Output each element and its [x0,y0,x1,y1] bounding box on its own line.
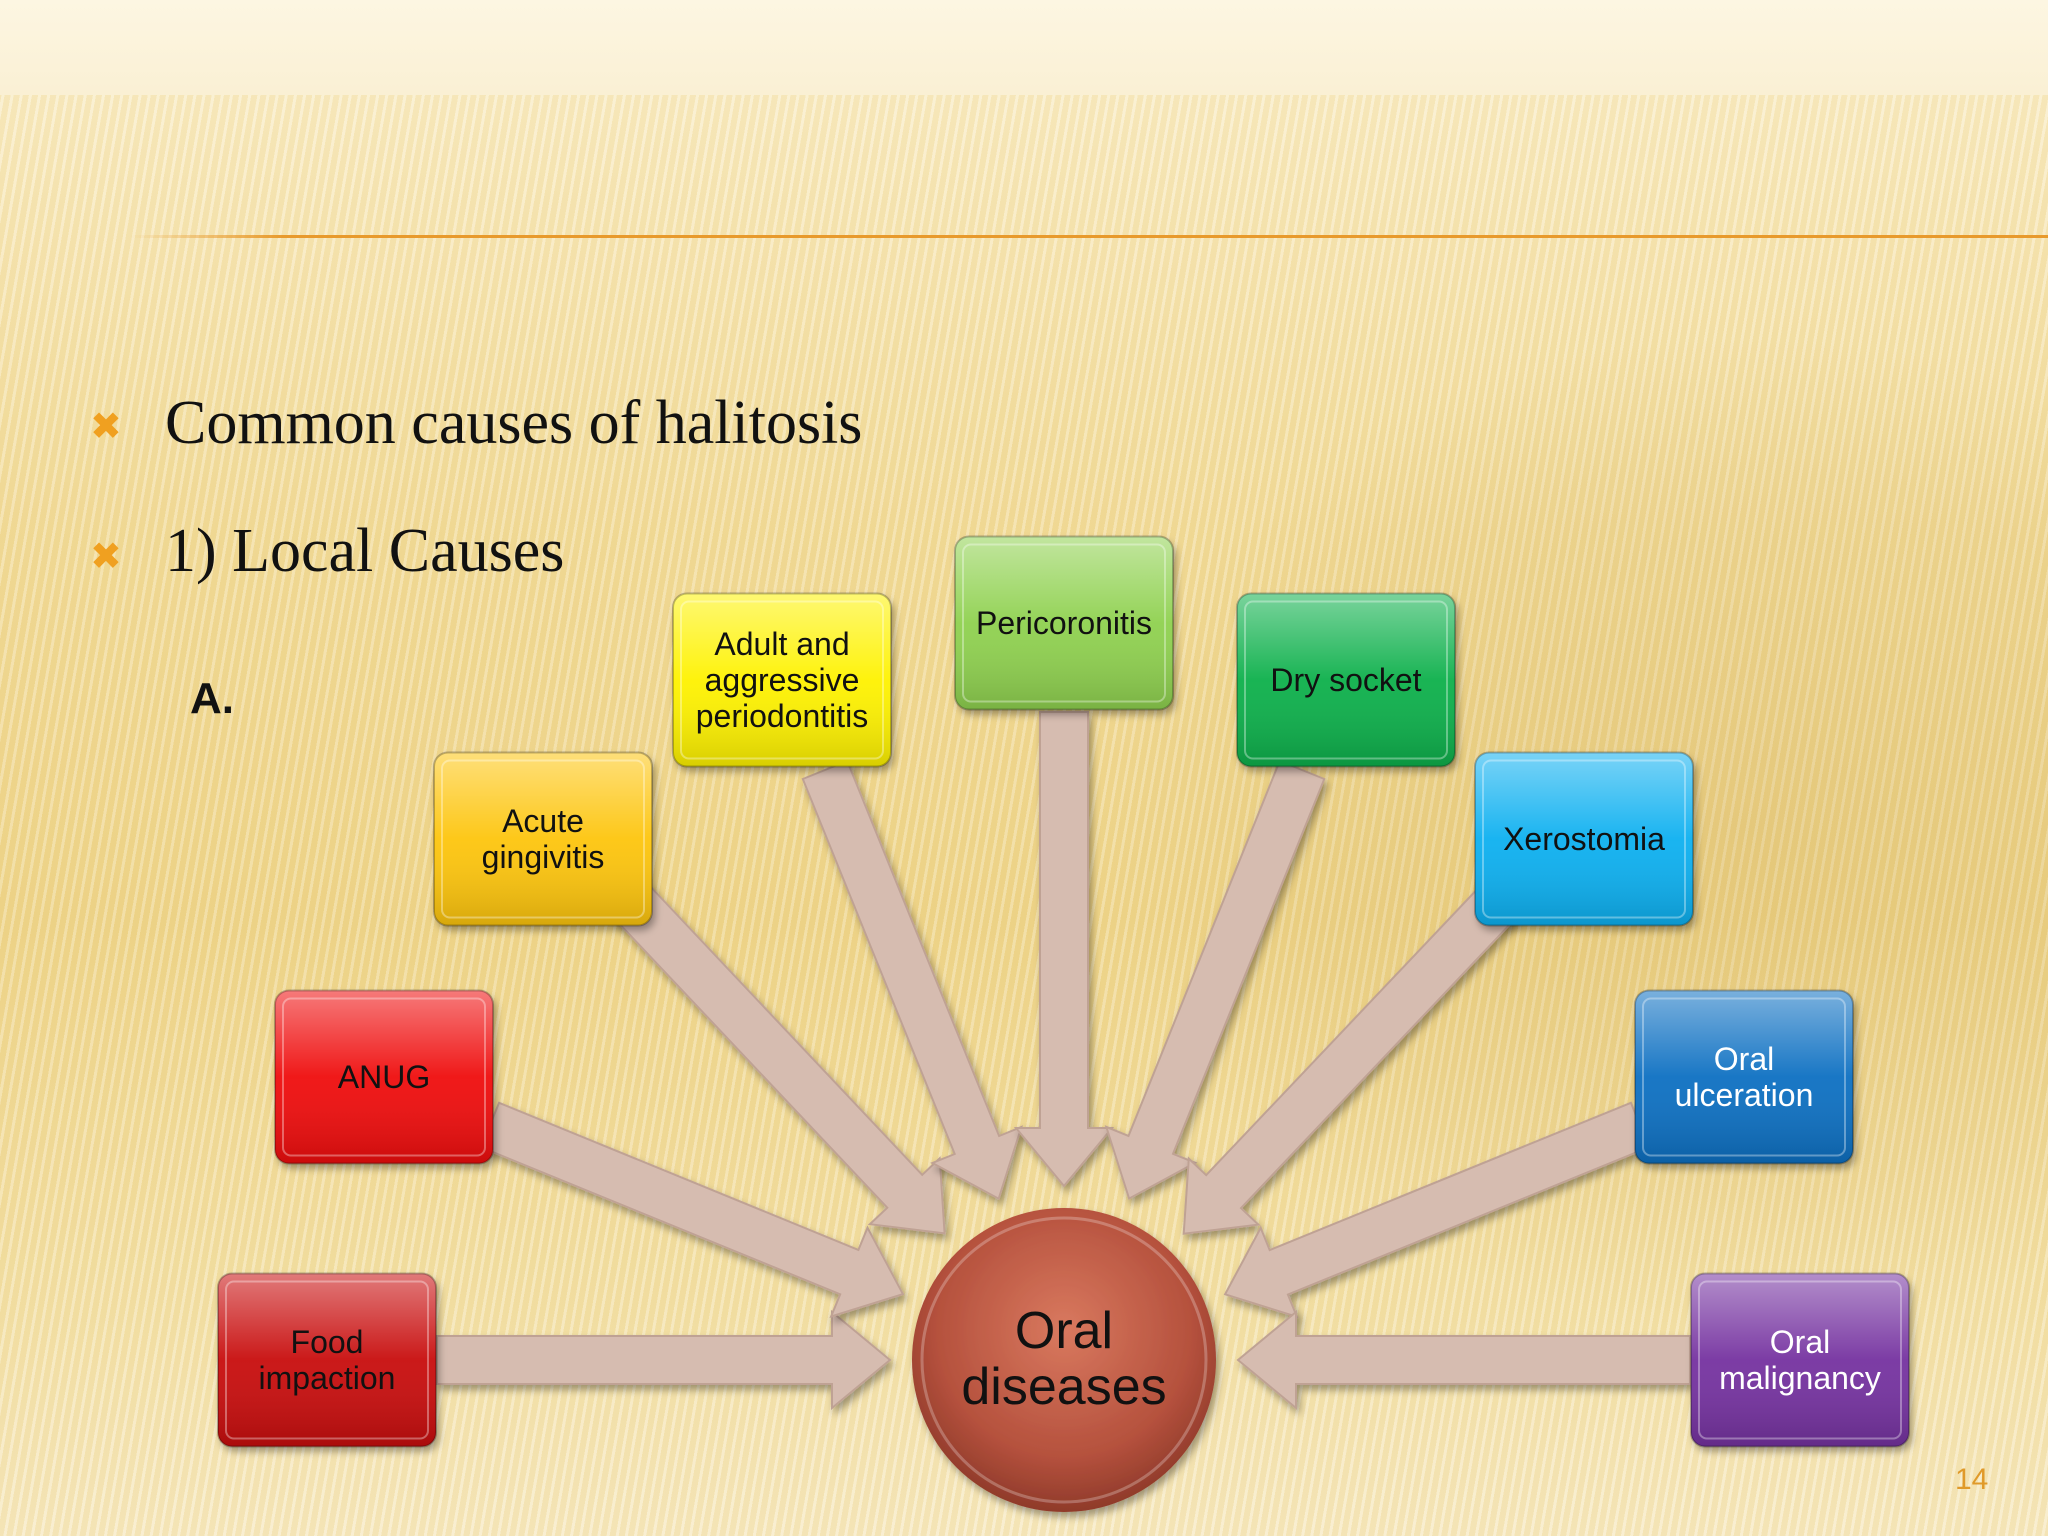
cause-node-gloss [274,989,494,1165]
cause-node-label: gingivitis [482,839,605,875]
cause-node-bevel [1244,600,1448,760]
cause-node-label: malignancy [1719,1360,1881,1396]
arrow [436,1309,892,1411]
cause-node-label: Acute [502,803,584,839]
cause-node-gloss [954,535,1174,711]
arrow [1182,882,1519,1235]
cause-node-label: ANUG [338,1059,430,1095]
cause-node-bevel [225,1280,429,1440]
cause-node-bevel [282,997,486,1157]
arrow [1104,759,1326,1201]
bullet-text: 1) Local Causes [165,517,565,585]
bullet-x-icon: ✖ [90,536,122,578]
cause-node-bevel [680,600,884,760]
cause-node-bevel [441,759,645,919]
section-label: A. [190,674,234,723]
cause-node-bevel [1482,759,1686,919]
arrow [479,1101,905,1319]
arrow [1236,1309,1691,1411]
cause-node-gloss [1634,989,1854,1165]
center-circle [912,1208,1216,1512]
cause-node-label: Dry socket [1270,662,1421,698]
center-circle-bevel [920,1216,1208,1504]
cause-node: ANUG [274,989,494,1165]
cause-node-gloss [1690,1272,1910,1448]
header-band [0,0,2048,95]
arrows-layer [436,711,1691,1411]
cause-node-label: aggressive [705,662,860,698]
cause-node-label: ulceration [1675,1077,1814,1113]
center-label: diseases [961,1358,1166,1416]
cause-node-gloss [217,1272,437,1448]
cause-node-label: Xerostomia [1503,821,1665,857]
cause-node-bevel [962,543,1166,703]
cause-node-gloss [433,751,653,927]
cause-node-label: Pericoronitis [976,605,1152,641]
arrow [611,882,946,1235]
arrow [1013,711,1115,1188]
cause-node-bevel [1698,1280,1902,1440]
arrow [801,759,1023,1201]
cause-node-label: Oral [1714,1041,1774,1077]
cause-node-label: periodontitis [696,698,869,734]
arrow [1223,1101,1651,1319]
cause-node: Pericoronitis [954,535,1174,711]
cause-node-label: Oral [1770,1324,1830,1360]
cause-node-gloss [672,592,892,768]
cause-node-label: impaction [259,1360,396,1396]
cause-node: Xerostomia [1474,751,1694,927]
cause-node-gloss [1474,751,1694,927]
header-rule [130,235,2048,238]
cause-node-bevel [1642,997,1846,1157]
cause-node-label: Adult and [714,626,849,662]
center-label: Oral [1015,1302,1113,1360]
page-number: 14 [1955,1463,1989,1496]
cause-node: Dry socket [1236,592,1456,768]
cause-node-label: Food [291,1324,364,1360]
bullet-x-icon: ✖ [90,406,122,448]
bullet-text: Common causes of halitosis [165,389,863,457]
cause-node-gloss [1236,592,1456,768]
